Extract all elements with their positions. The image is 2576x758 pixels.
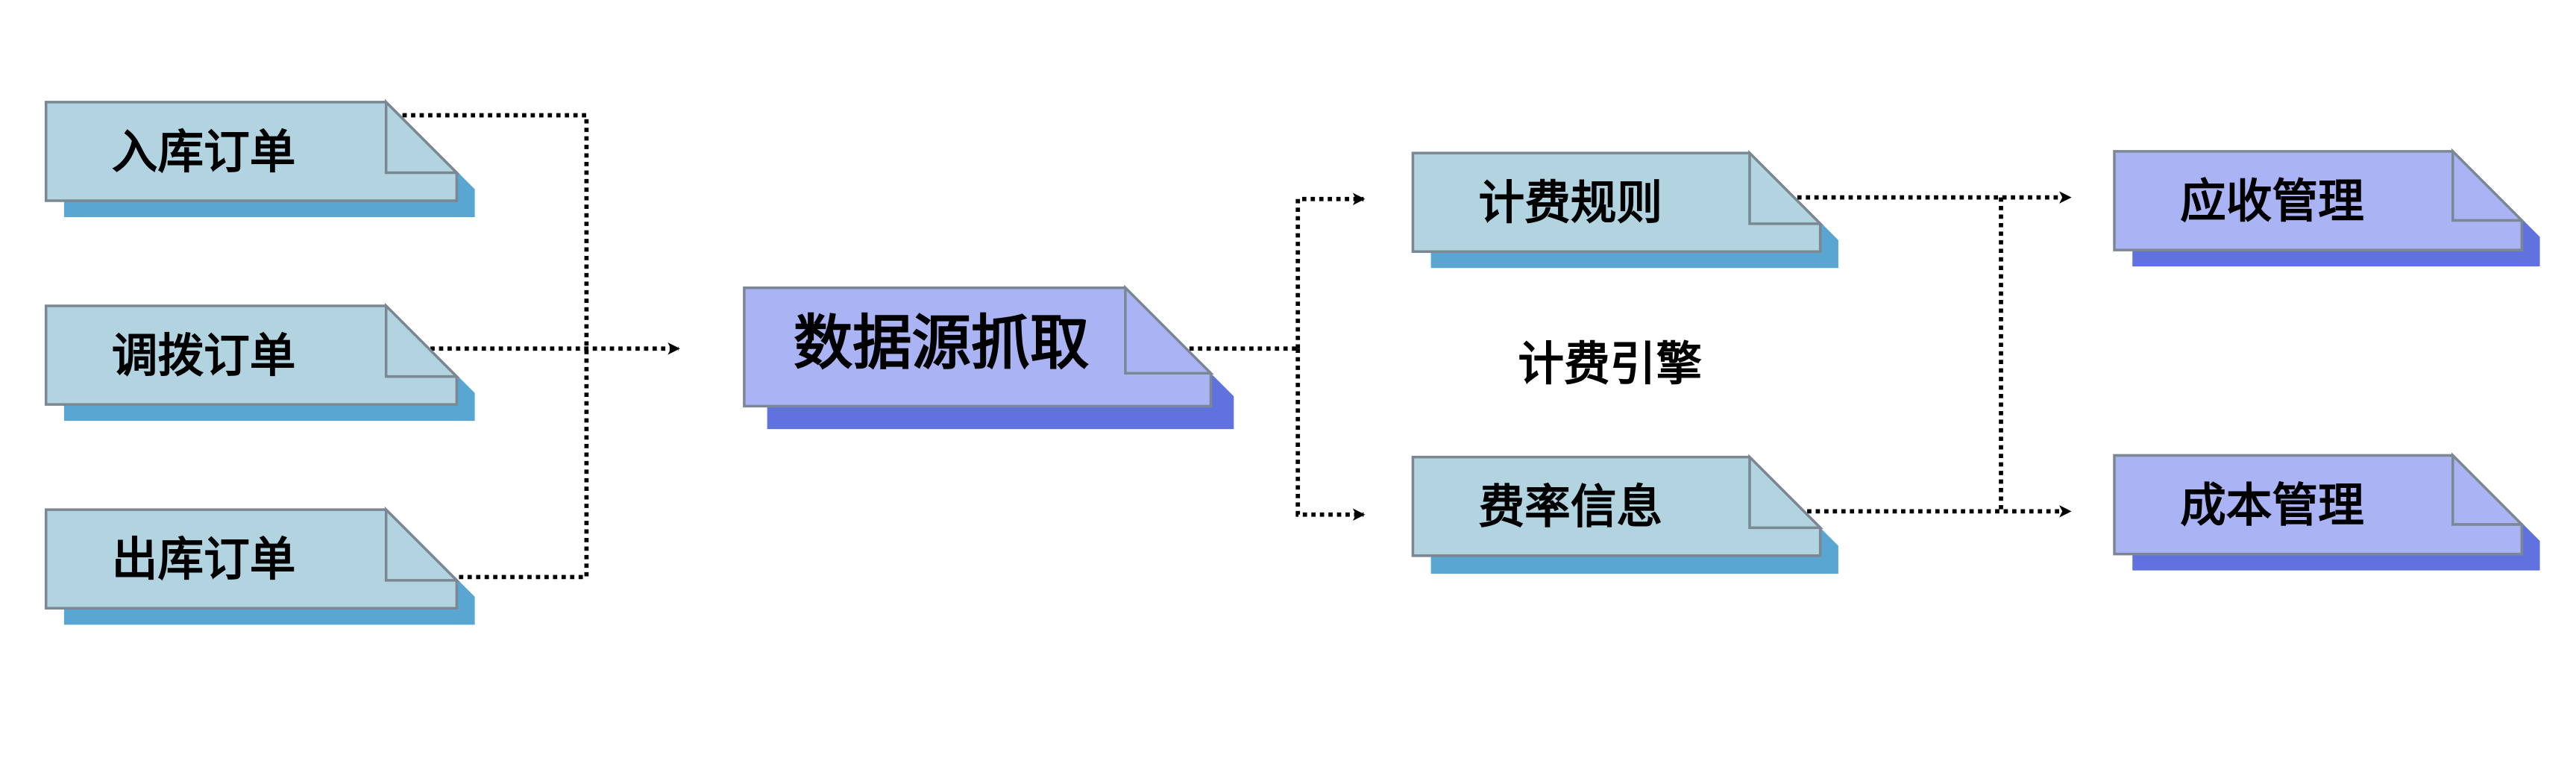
node-fold	[1748, 149, 1823, 225]
node-fold	[2451, 148, 2525, 222]
node-inbound-order: 入库订单	[44, 98, 475, 218]
extract-to-rules-arrow	[1295, 192, 1366, 349]
node-label: 应收管理	[2180, 175, 2364, 228]
node-receivables-management: 应收管理	[2113, 148, 2540, 267]
sources-bracket-connector	[402, 113, 589, 580]
node-body	[44, 304, 459, 406]
extract-to-rates-arrow	[1295, 348, 1366, 521]
node-fold	[1124, 284, 1214, 375]
node-label: 入库订单	[112, 125, 296, 179]
node-label: 出库订单	[112, 533, 296, 586]
node-body	[2113, 454, 2524, 556]
node-body	[2113, 150, 2524, 251]
node-rate-info: 费率信息	[1411, 454, 1838, 574]
engine-label: 计费引擎	[1518, 337, 1702, 391]
node-billing-rules: 计费规则	[1411, 149, 1838, 269]
node-data-extract: 数据源抓取	[743, 284, 1234, 430]
node-transfer-order: 调拨订单	[44, 302, 475, 422]
node-body	[44, 101, 459, 202]
node-label: 数据源抓取	[794, 308, 1089, 378]
node-cost-management: 成本管理	[2113, 452, 2540, 571]
node-label: 成本管理	[2180, 479, 2364, 533]
node-body	[1411, 151, 1822, 254]
node-label: 费率信息	[1479, 480, 1663, 534]
node-fold	[384, 506, 460, 582]
node-outbound-order: 出库订单	[44, 506, 475, 625]
node-fold	[384, 302, 460, 378]
node-fold	[2451, 452, 2525, 526]
node-body	[44, 508, 459, 610]
node-label: 计费规则	[1479, 176, 1663, 230]
node-fold	[384, 98, 460, 175]
node-body	[743, 286, 1213, 408]
node-fold	[1748, 454, 1823, 530]
node-label: 调拨订单	[112, 329, 296, 383]
connectors	[402, 113, 2072, 580]
node-body	[1411, 455, 1822, 557]
